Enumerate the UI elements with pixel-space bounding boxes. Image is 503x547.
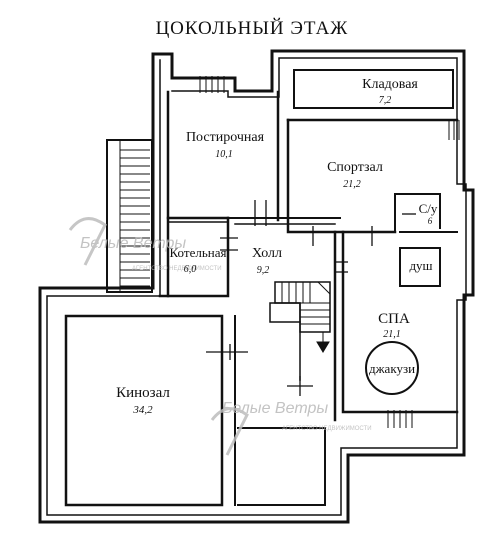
room-boiler-name: Котельная [170, 245, 227, 260]
stairs-exterior-left [106, 139, 153, 293]
window-top-left [199, 76, 225, 93]
room-gym-area: 21,2 [343, 179, 361, 190]
watermark-lower: Белые Ветры АГЕНТСТВО НЕДВИЖИМОСТИ [210, 400, 372, 456]
jacuzzi-tub [365, 341, 419, 395]
room-storage-name: Кладовая [362, 77, 418, 92]
room-wc-name: С/у [419, 201, 438, 216]
room-hall-area: 9,2 [257, 265, 270, 276]
watermark-subtitle-lower: АГЕНТСТВО НЕДВИЖИМОСТИ [282, 426, 372, 432]
watermark-brand-lower: Белые Ветры [222, 400, 328, 417]
room-spa-area: 21,1 [383, 329, 401, 340]
vent-gym-right [448, 120, 465, 140]
room-laundry-name: Постирочная [186, 130, 265, 145]
room-laundry-area: 10,1 [215, 149, 233, 160]
room-spa-name: СПА [378, 311, 410, 327]
room-storage-area: 7,2 [379, 95, 392, 106]
walls [38, 49, 475, 524]
watermark-subtitle-upper: АГЕНТСТВО НЕДВИЖИМОСТИ [132, 266, 222, 272]
room-wc-area: 6 [428, 216, 433, 226]
vent-spa-bottom [387, 410, 413, 428]
room-jacuzzi-name: джакузи [369, 361, 415, 376]
room-cinema-name: Кинозал [116, 385, 170, 401]
room-cinema-area: 34,2 [132, 404, 153, 416]
room-shower-name: душ [409, 258, 432, 273]
room-boiler-area: 6,0 [184, 264, 197, 275]
room-gym-name: Спортзал [327, 160, 383, 175]
watermark-upper: Белые Ветры АГЕНТСТВО НЕДВИЖИМОСТИ [68, 217, 222, 272]
room-hall-name: Холл [252, 246, 282, 261]
plan-title: ЦОКОЛЬНЫЙ ЭТАЖ [156, 18, 349, 39]
stairs-hall [274, 281, 331, 353]
watermark-brand-upper: Белые Ветры [80, 235, 186, 252]
door-marks [206, 200, 416, 396]
